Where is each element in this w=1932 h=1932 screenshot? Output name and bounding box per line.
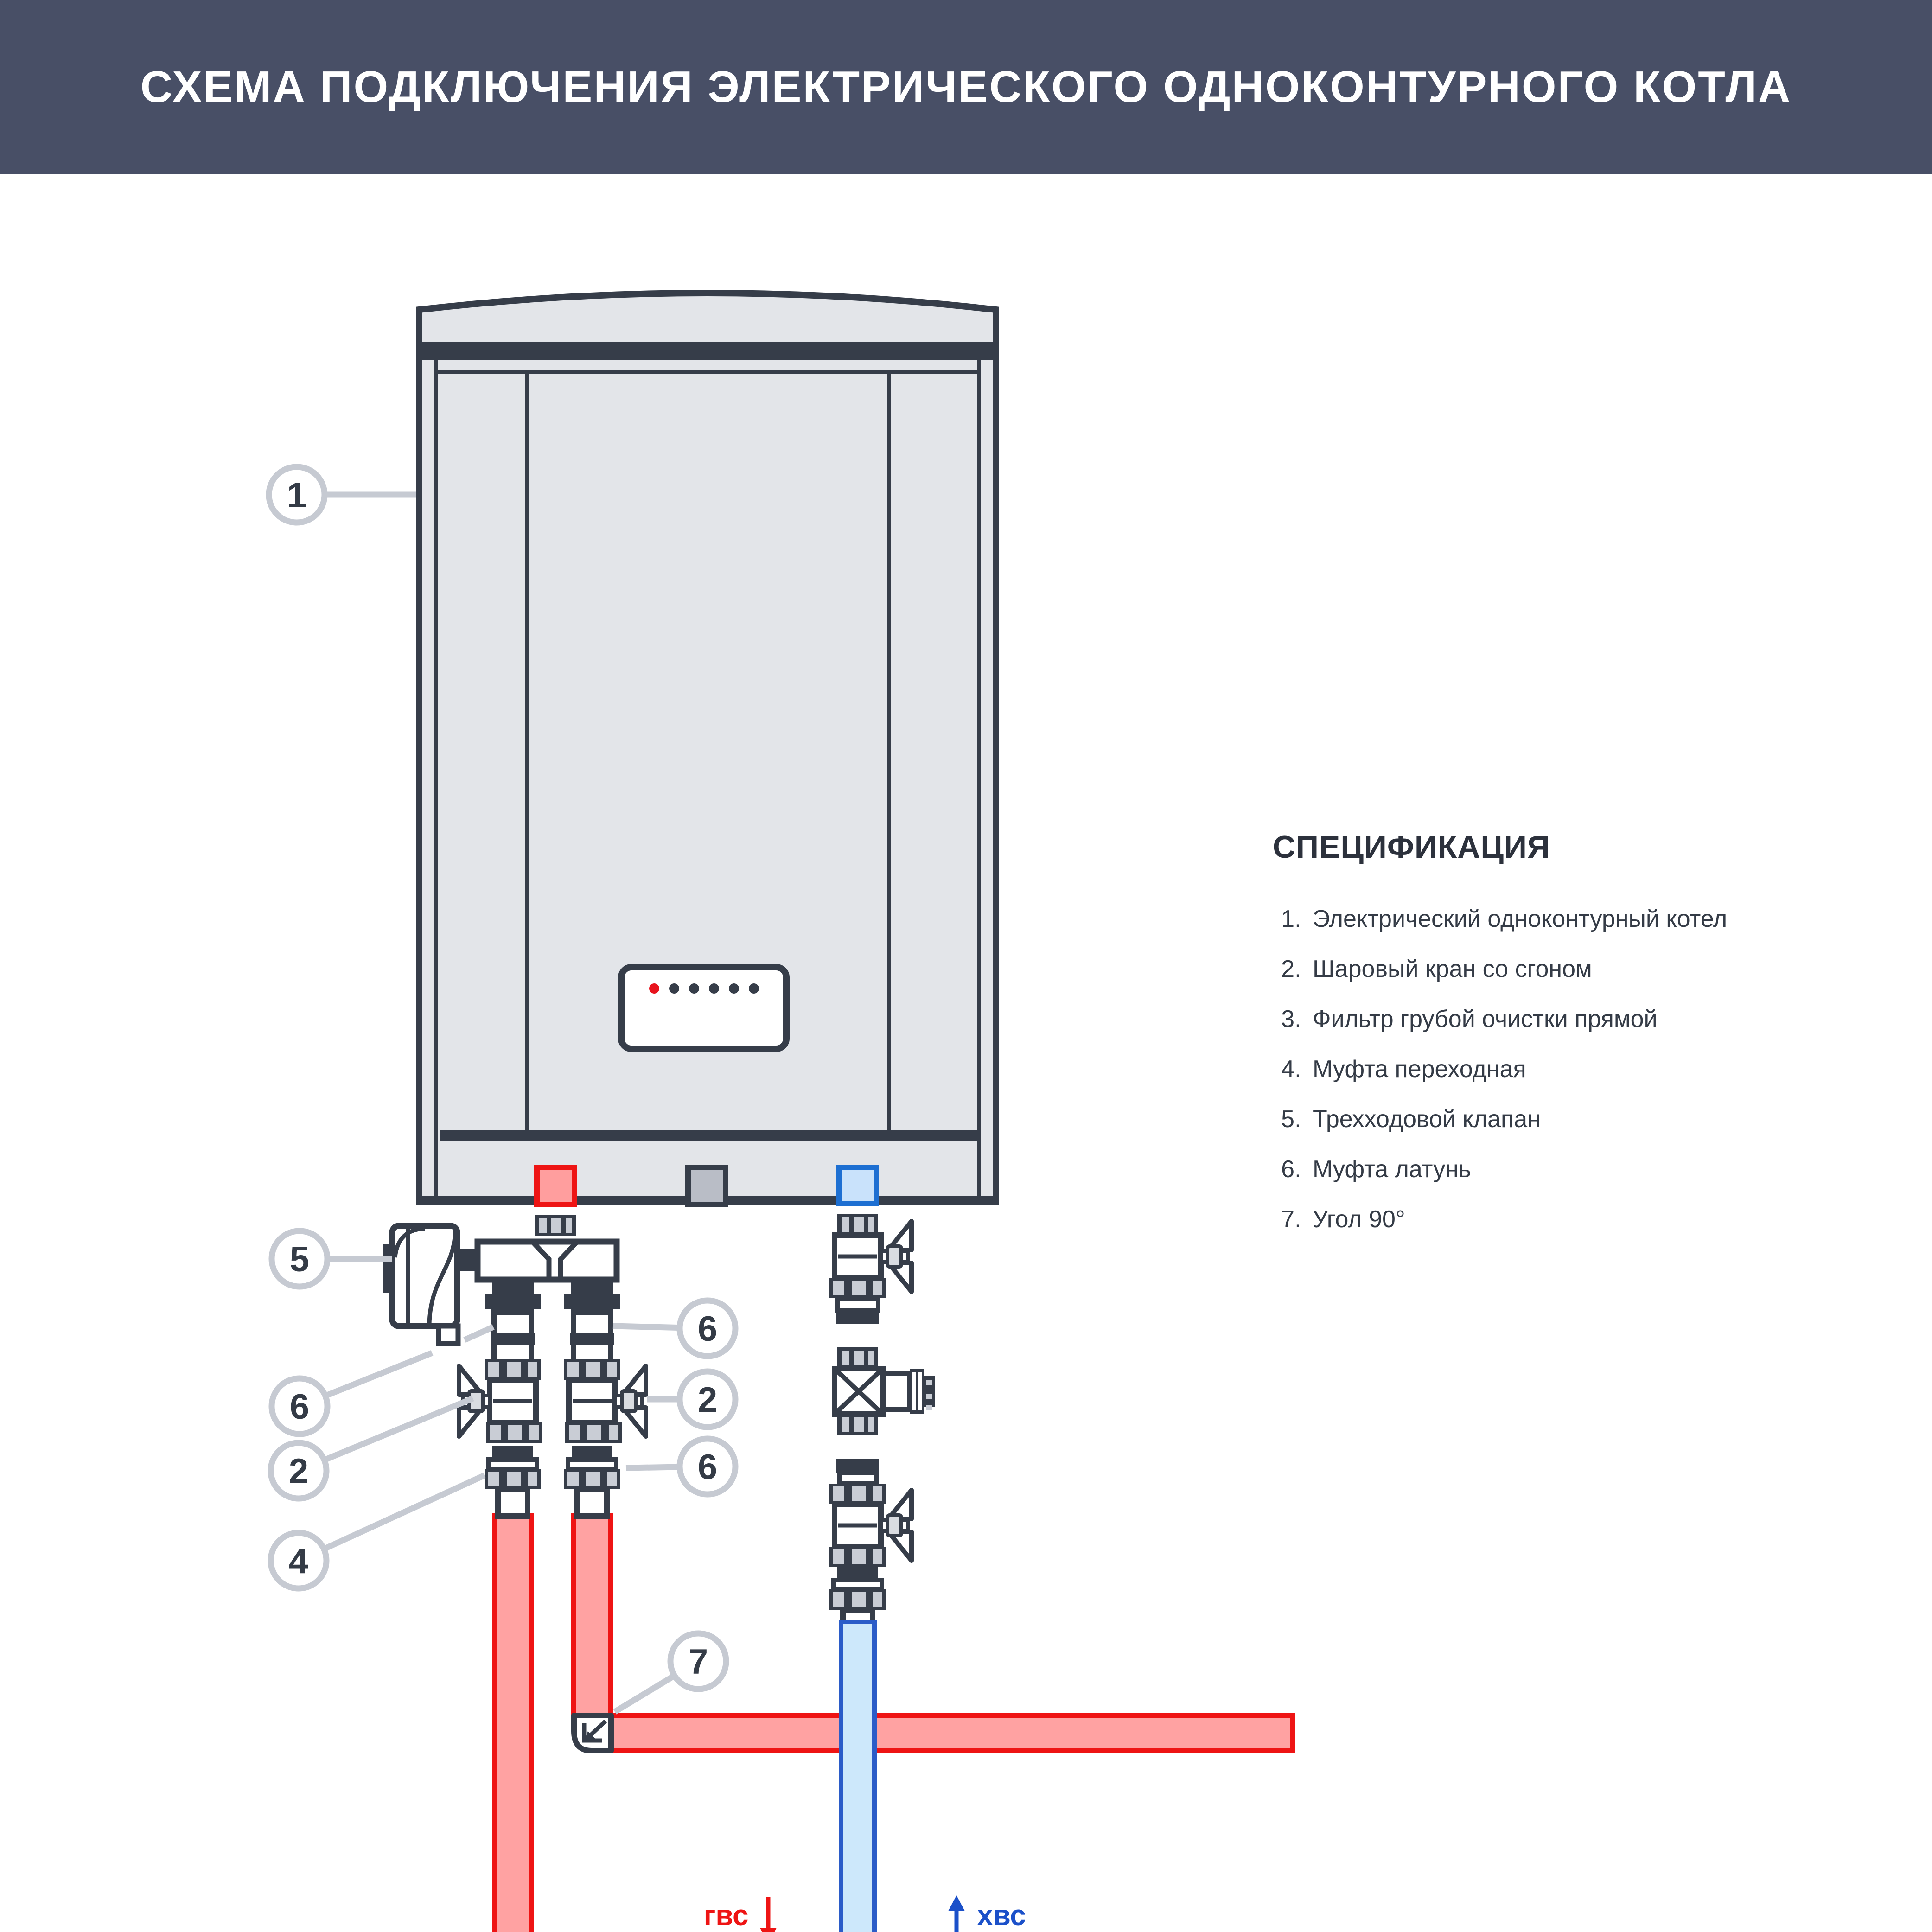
callout-circles xyxy=(266,464,739,1692)
display-led xyxy=(669,983,679,994)
callout-ball-valve-left xyxy=(268,1440,330,1502)
coupling-brass-right-top xyxy=(570,1312,614,1363)
hot-water-label: гвс xyxy=(704,1900,749,1932)
cold-flow-arrow-icon xyxy=(948,1895,965,1932)
callout-numbers: 1 5 6 2 4 6 2 6 7 xyxy=(287,476,717,1682)
callout-coupling-right-bottom xyxy=(676,1435,739,1498)
callout-label-2a: 2 xyxy=(289,1452,308,1491)
title-bar: СХЕМА ПОДКЛЮЧЕНИЯ ЭЛЕКТРИЧЕСКОГО ОДНОКОН… xyxy=(0,0,1932,174)
boiler xyxy=(416,290,999,1207)
callout-label-1: 1 xyxy=(287,476,306,515)
spec-item-6: Муфта латунь xyxy=(1308,1144,1894,1194)
cold-ball-valve-top xyxy=(829,1214,912,1324)
coupling-brass-right-bottom xyxy=(564,1446,620,1516)
display-led xyxy=(689,983,699,994)
spec-item-1: Электрический одноконтурный котел xyxy=(1308,894,1894,944)
spec-item-5: Трехходовой клапан xyxy=(1308,1094,1894,1144)
callout-label-6a: 6 xyxy=(290,1387,309,1427)
three-way-valve xyxy=(383,1215,620,1346)
spec-item-2: Шаровый кран со сгоном xyxy=(1308,944,1894,994)
callout-label-2b: 2 xyxy=(698,1380,717,1420)
page-title: СХЕМА ПОДКЛЮЧЕНИЯ ЭЛЕКТРИЧЕСКОГО ОДНОКОН… xyxy=(140,62,1792,112)
callout-coupling-left xyxy=(268,1375,331,1437)
callout-label-6c: 6 xyxy=(698,1447,717,1487)
cold-coupling xyxy=(829,1567,886,1626)
callout-three-way-valve xyxy=(268,1228,331,1290)
callout-label-4: 4 xyxy=(289,1542,308,1581)
cold-strainer-filter xyxy=(832,1347,935,1435)
callout-elbow xyxy=(667,1630,729,1692)
spec-item-7: Угол 90° xyxy=(1308,1194,1894,1244)
elbow-90 xyxy=(571,1713,614,1753)
hot-flow-arrow-icon xyxy=(760,1897,777,1932)
boiler-display xyxy=(618,964,790,1052)
adapter-coupling-left xyxy=(485,1446,541,1516)
ball-valve-right xyxy=(564,1359,646,1443)
flow-labels: гвс хвс xyxy=(704,1895,1026,1932)
port-hot xyxy=(534,1165,577,1207)
callout-label-5: 5 xyxy=(290,1240,309,1279)
callout-ball-valve-right xyxy=(676,1368,739,1430)
display-led xyxy=(709,983,719,994)
cold-ball-valve-bottom xyxy=(829,1459,912,1567)
callout-adapter-left xyxy=(268,1530,330,1592)
display-led-red xyxy=(649,983,659,994)
port-neutral xyxy=(685,1165,728,1207)
specification: СПЕЦИФИКАЦИЯ Электрический одноконтурный… xyxy=(1273,829,1894,1244)
pipe-hot-supply-left xyxy=(492,1513,534,1932)
valve-top-thread xyxy=(535,1215,576,1236)
cold-water-label: хвс xyxy=(977,1900,1026,1932)
callout-label-6b: 6 xyxy=(698,1309,717,1349)
callout-boiler xyxy=(266,464,328,526)
callout-coupling-right-top xyxy=(676,1297,739,1359)
display-led xyxy=(729,983,739,994)
spec-item-3: Фильтр грубой очистки прямой xyxy=(1308,994,1894,1044)
specification-heading: СПЕЦИФИКАЦИЯ xyxy=(1273,829,1550,865)
display-led xyxy=(749,983,759,994)
port-cold xyxy=(836,1165,879,1206)
pipe-hot-supply-right xyxy=(571,1513,613,1720)
coupling-brass-left xyxy=(491,1312,535,1363)
pipe-cold-supply xyxy=(839,1620,877,1932)
callout-label-7: 7 xyxy=(689,1642,708,1682)
pipe-hot-horizontal xyxy=(609,1713,1295,1753)
specification-list: Электрический одноконтурный котел Шаровы… xyxy=(1273,894,1894,1244)
spec-item-4: Муфта переходная xyxy=(1308,1044,1894,1094)
